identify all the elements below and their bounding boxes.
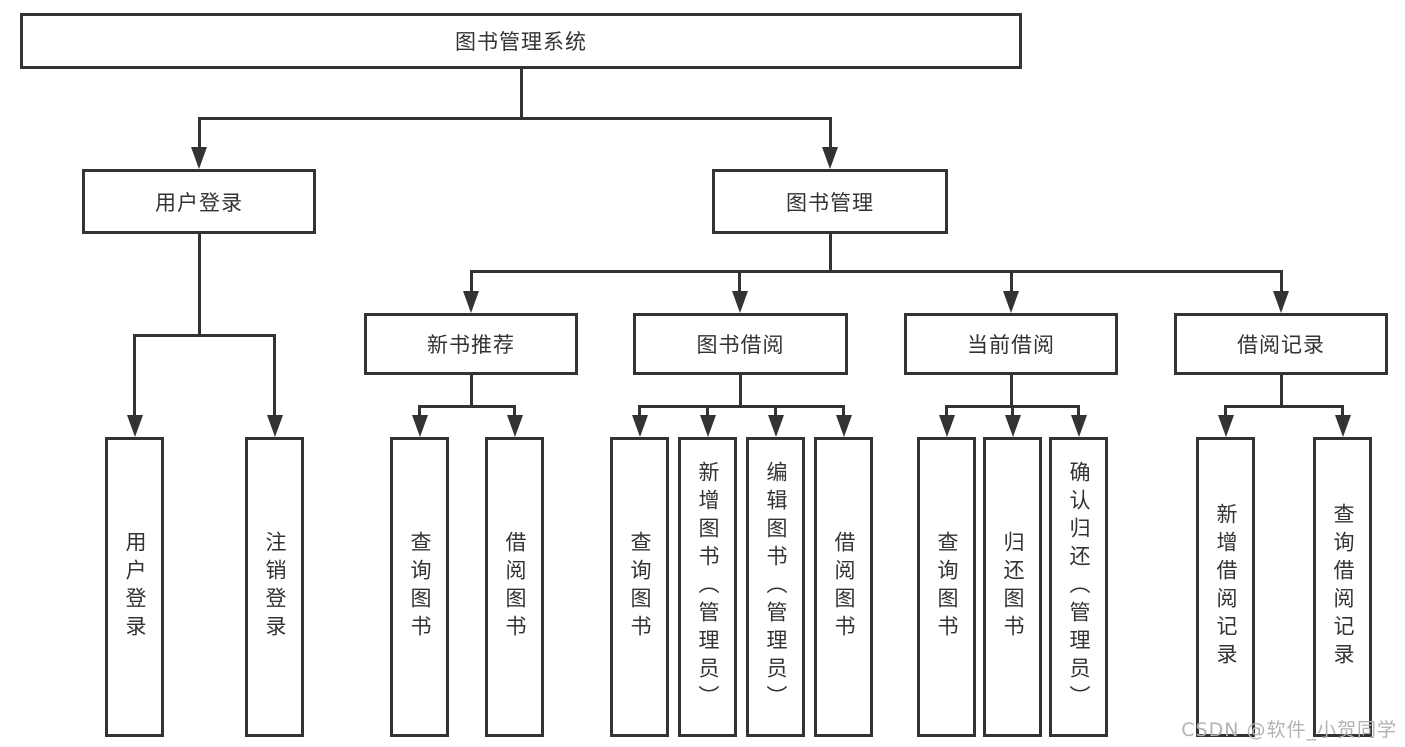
watermark-text: CSDN @软件_小贺同学 bbox=[1181, 719, 1397, 741]
connector-hline bbox=[133, 334, 276, 337]
leaf-add-borrow-record: 新增借阅记录 bbox=[1196, 437, 1255, 737]
node-label: 查询图书 bbox=[935, 531, 959, 643]
connector-vline bbox=[774, 405, 777, 418]
connector-vline bbox=[198, 234, 201, 337]
node-label: 当前借阅 bbox=[967, 333, 1055, 357]
node-label: 查询图书 bbox=[628, 531, 652, 643]
connector-vline bbox=[470, 375, 473, 408]
connector-vline bbox=[1011, 405, 1014, 418]
leaf-query-books-3: 查询图书 bbox=[917, 437, 976, 737]
node-label: 图书借阅 bbox=[696, 333, 785, 357]
arrowhead-down-icon bbox=[1335, 415, 1351, 437]
connector-vline bbox=[520, 67, 523, 120]
node-label: 新增图书（管理员） bbox=[696, 461, 720, 713]
node-label: 新增借阅记录 bbox=[1214, 503, 1238, 671]
connector-vline bbox=[133, 334, 136, 418]
arrowhead-down-icon bbox=[1071, 415, 1087, 437]
arrowhead-down-icon bbox=[836, 415, 852, 437]
leaf-add-books-admin: 新增图书（管理员） bbox=[678, 437, 737, 737]
arrowhead-down-icon bbox=[732, 291, 748, 313]
leaf-borrow-books-1: 借阅图书 bbox=[485, 437, 544, 737]
connector-vline bbox=[1280, 270, 1283, 293]
connector-vline bbox=[739, 375, 742, 408]
node-book-borrowing: 图书借阅 bbox=[633, 313, 848, 375]
connector-vline bbox=[1224, 405, 1227, 418]
node-label: 借阅图书 bbox=[832, 531, 856, 643]
connector-vline bbox=[706, 405, 709, 418]
node-root-library-management-system: 图书管理系统 bbox=[20, 13, 1022, 69]
leaf-confirm-return-admin: 确认归还（管理员） bbox=[1049, 437, 1108, 737]
connector-hline bbox=[418, 405, 516, 408]
connector-hline bbox=[198, 117, 832, 120]
leaf-logout: 注销登录 bbox=[245, 437, 304, 737]
node-label: 用户登录 bbox=[123, 531, 147, 643]
node-label: 归还图书 bbox=[1001, 531, 1025, 643]
arrowhead-down-icon bbox=[127, 415, 143, 437]
connector-hline bbox=[1224, 405, 1344, 408]
arrowhead-down-icon bbox=[768, 415, 784, 437]
connector-vline bbox=[945, 405, 948, 418]
leaf-query-borrow-record: 查询借阅记录 bbox=[1313, 437, 1372, 737]
connector-vline bbox=[738, 270, 741, 293]
arrowhead-down-icon bbox=[507, 415, 523, 437]
connector-vline bbox=[638, 405, 641, 418]
node-label: 编辑图书（管理员） bbox=[764, 461, 788, 713]
arrowhead-down-icon bbox=[632, 415, 648, 437]
node-label: 用户登录 bbox=[155, 190, 243, 215]
node-borrowing-records: 借阅记录 bbox=[1174, 313, 1388, 375]
connector-vline bbox=[1010, 270, 1013, 293]
node-book-management: 图书管理 bbox=[712, 169, 948, 234]
arrowhead-down-icon bbox=[1218, 415, 1234, 437]
connector-vline bbox=[829, 117, 832, 149]
node-label: 借阅记录 bbox=[1237, 333, 1325, 357]
node-user-login: 用户登录 bbox=[82, 169, 316, 234]
arrowhead-down-icon bbox=[1005, 415, 1021, 437]
connector-vline bbox=[1010, 375, 1013, 408]
arrowhead-down-icon bbox=[191, 147, 207, 169]
arrowhead-down-icon bbox=[463, 291, 479, 313]
leaf-edit-books-admin: 编辑图书（管理员） bbox=[746, 437, 805, 737]
connector-vline bbox=[470, 270, 473, 293]
node-label: 查询借阅记录 bbox=[1331, 503, 1355, 671]
leaf-query-books-1: 查询图书 bbox=[390, 437, 449, 737]
node-new-book-recommend: 新书推荐 bbox=[364, 313, 578, 375]
connector-hline bbox=[638, 405, 844, 408]
node-label: 注销登录 bbox=[263, 531, 287, 643]
connector-vline bbox=[273, 334, 276, 418]
connector-vline bbox=[1280, 375, 1283, 408]
connector-vline bbox=[513, 405, 516, 418]
arrowhead-down-icon bbox=[412, 415, 428, 437]
connector-vline bbox=[418, 405, 421, 418]
arrowhead-down-icon bbox=[822, 147, 838, 169]
connector-vline bbox=[842, 405, 845, 418]
node-current-borrowing: 当前借阅 bbox=[904, 313, 1118, 375]
leaf-borrow-books-2: 借阅图书 bbox=[814, 437, 873, 737]
connector-hline bbox=[470, 270, 1283, 273]
connector-vline bbox=[1077, 405, 1080, 418]
connector-vline bbox=[1341, 405, 1344, 418]
leaf-return-books: 归还图书 bbox=[983, 437, 1042, 737]
node-label: 借阅图书 bbox=[503, 531, 527, 643]
arrowhead-down-icon bbox=[939, 415, 955, 437]
arrowhead-down-icon bbox=[1003, 291, 1019, 313]
connector-vline bbox=[829, 234, 832, 273]
connector-vline bbox=[198, 117, 201, 149]
leaf-user-login: 用户登录 bbox=[105, 437, 164, 737]
arrowhead-down-icon bbox=[267, 415, 283, 437]
node-label: 确认归还（管理员） bbox=[1067, 461, 1091, 713]
node-label: 查询图书 bbox=[408, 531, 432, 643]
node-label: 图书管理 bbox=[786, 190, 874, 215]
leaf-query-books-2: 查询图书 bbox=[610, 437, 669, 737]
arrowhead-down-icon bbox=[700, 415, 716, 437]
node-label: 新书推荐 bbox=[427, 333, 515, 357]
node-label: 图书管理系统 bbox=[455, 30, 587, 54]
arrowhead-down-icon bbox=[1273, 291, 1289, 313]
